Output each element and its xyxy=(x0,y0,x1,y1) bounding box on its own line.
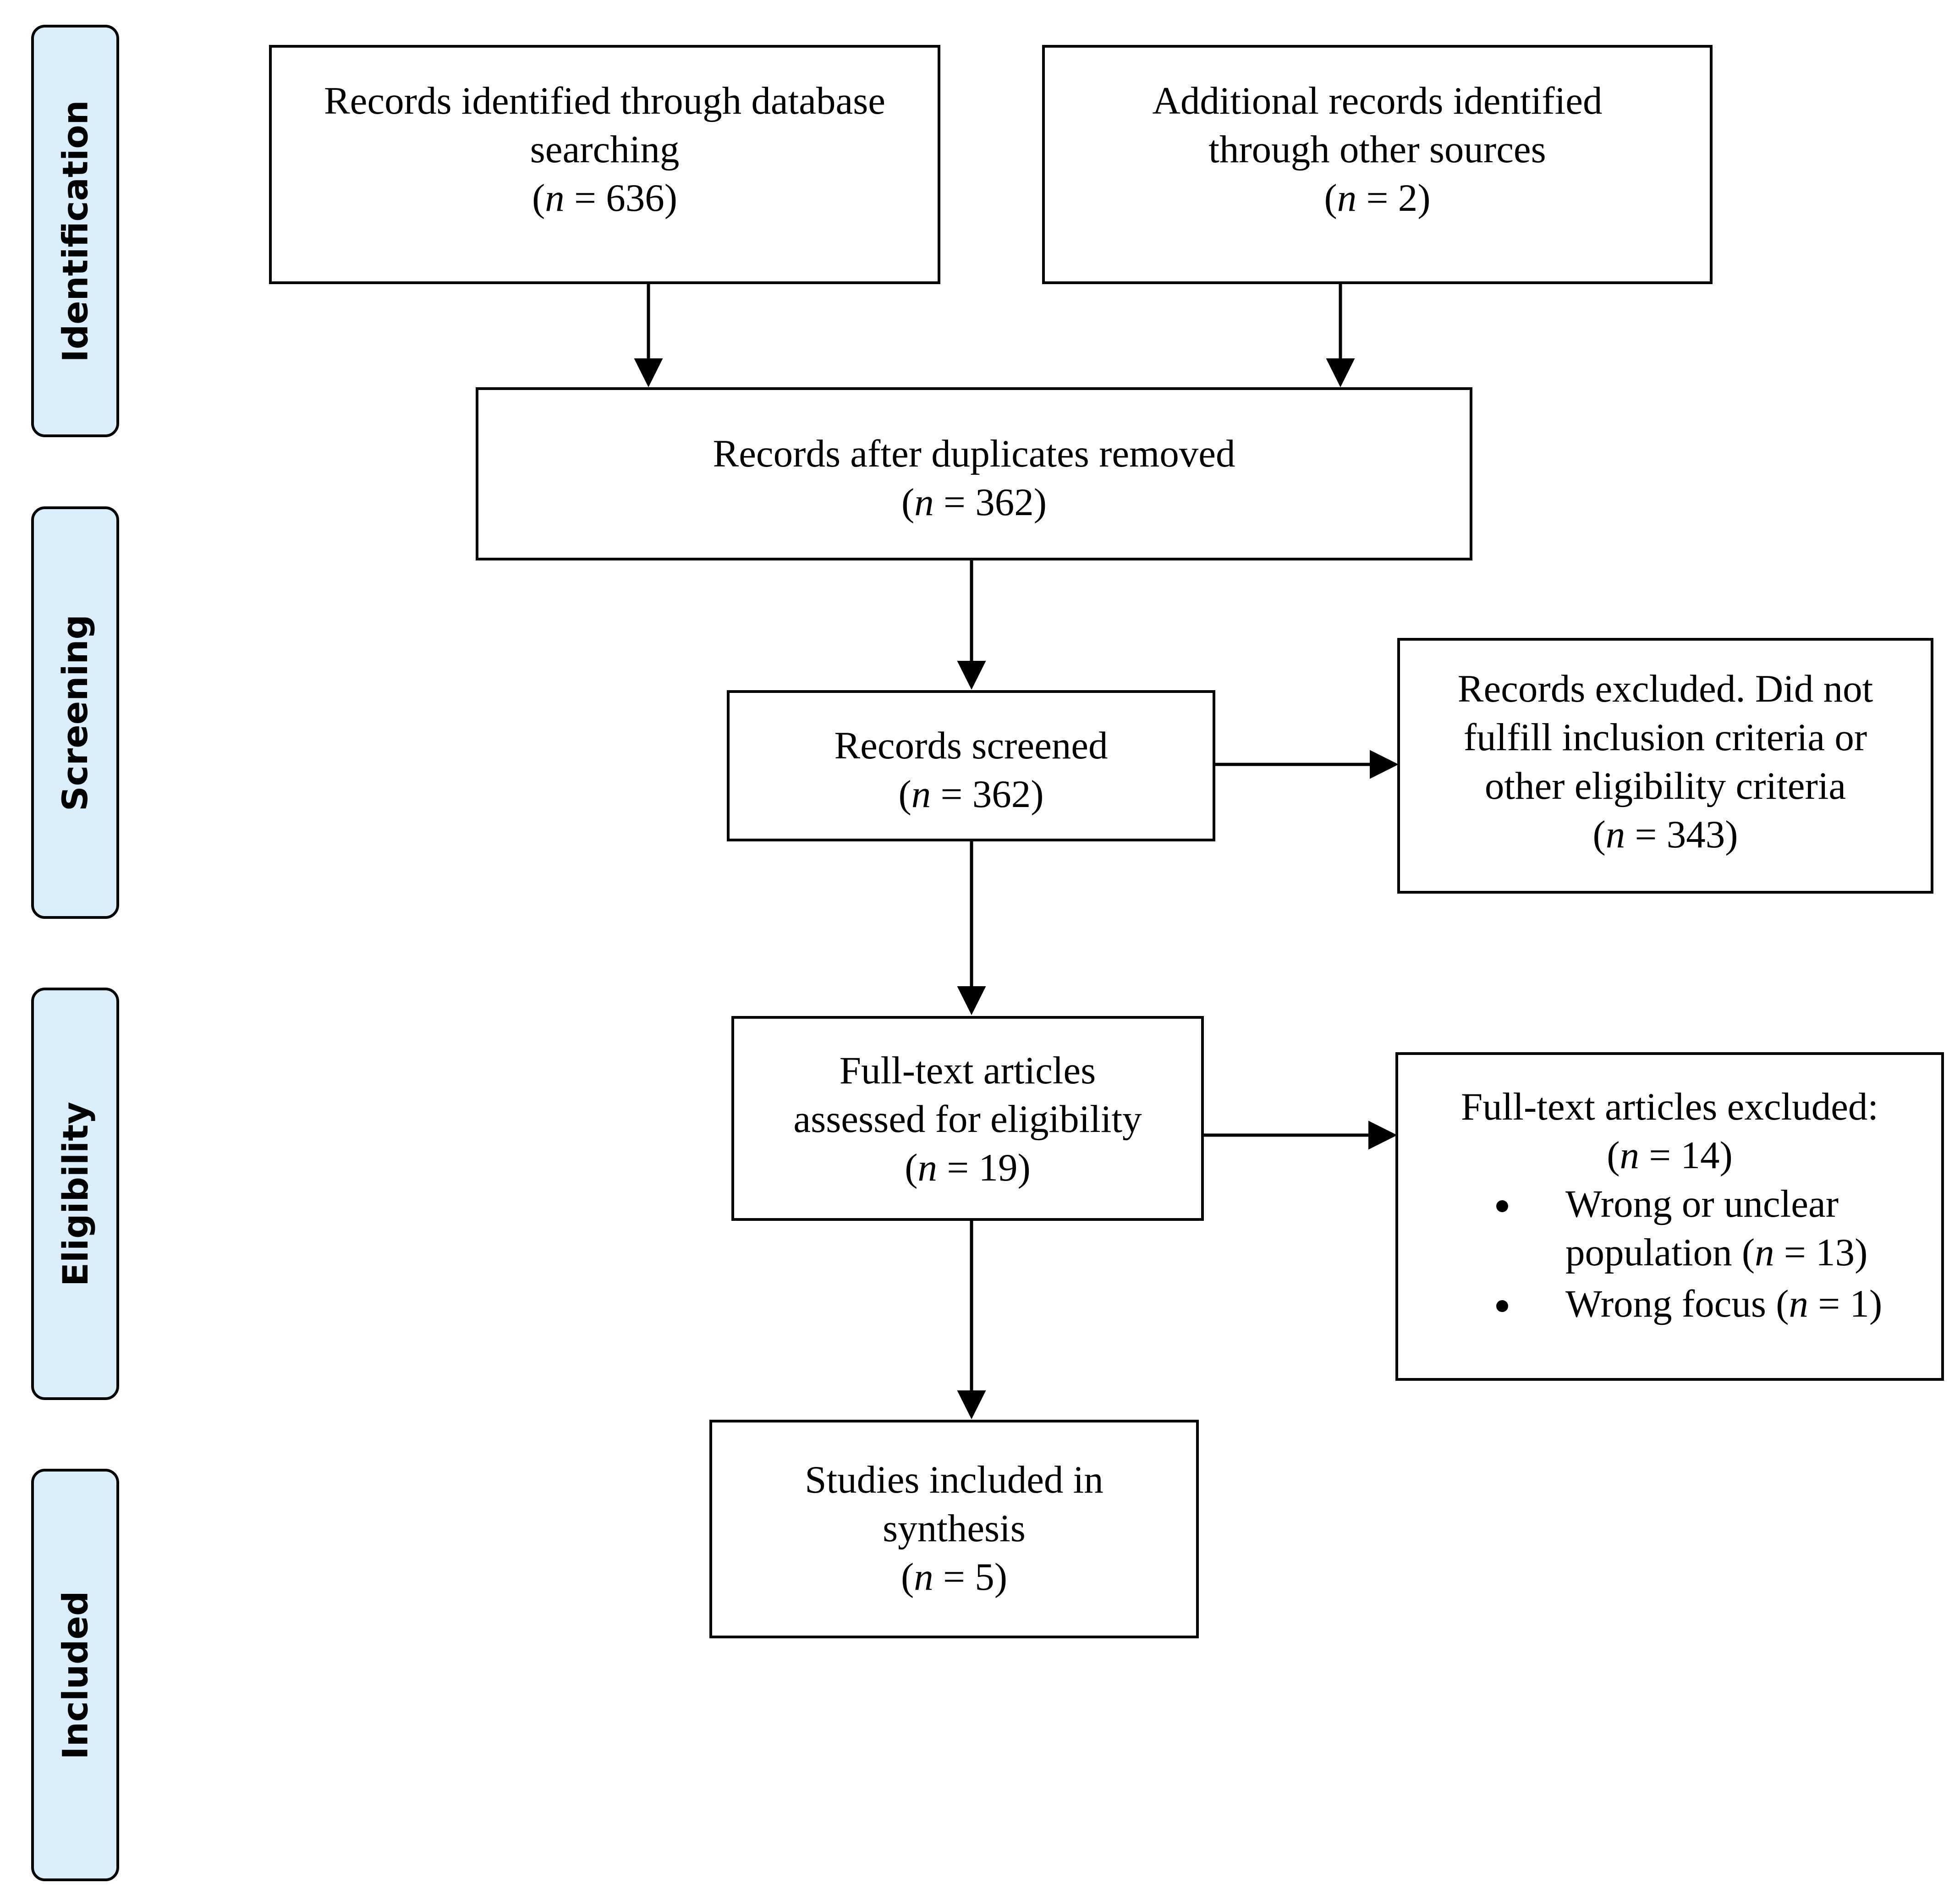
box-other-line-1: Additional records identified xyxy=(1152,79,1603,122)
box-database-line-2: searching xyxy=(530,128,680,171)
phase-eligibility-label: Eligibility xyxy=(55,1101,96,1286)
box-fulltext-line-1: Full-text articles xyxy=(839,1049,1096,1092)
box-excluded-line-3: other eligibility criteria xyxy=(1484,764,1846,807)
exclusion-reasons-list: Wrong or unclear population (n = 13) Wro… xyxy=(1398,1180,1941,1328)
box-database-records: Records identified through database sear… xyxy=(269,45,940,284)
reason-1-text-a: Wrong or unclear xyxy=(1565,1182,1839,1225)
phase-screening-label: Screening xyxy=(55,614,96,811)
box-fulltext-count: (n = 19) xyxy=(905,1146,1031,1189)
exclusion-reason-item: Wrong or unclear population (n = 13) xyxy=(1398,1180,1941,1277)
box-included-count: (n = 5) xyxy=(900,1555,1008,1598)
box-included-line-1: Studies included in xyxy=(805,1458,1104,1501)
box-fulltext-line-2: assessed for eligibility xyxy=(793,1098,1142,1141)
box-other-line-2: through other sources xyxy=(1208,128,1546,171)
box-database-count: (n = 636) xyxy=(532,176,678,220)
box-other-sources: Additional records identified through ot… xyxy=(1042,45,1713,284)
reason-1-text-b: population (n = 13) xyxy=(1565,1231,1868,1274)
box-excluded-count: (n = 343) xyxy=(1592,813,1738,856)
phase-included-label: Included xyxy=(55,1591,96,1759)
box-records-excluded: Records excluded. Did not fulfill inclus… xyxy=(1397,638,1933,894)
phase-included: Included xyxy=(31,1469,119,1881)
exclusion-reason-item: Wrong focus (n = 1) xyxy=(1398,1279,1941,1328)
phase-screening: Screening xyxy=(31,506,119,919)
phase-eligibility: Eligibility xyxy=(31,988,119,1400)
box-ftex-line-1: Full-text articles excluded: xyxy=(1460,1085,1879,1128)
box-duplicates-removed: Records after duplicates removed (n = 36… xyxy=(476,387,1472,560)
box-included-line-2: synthesis xyxy=(883,1507,1026,1550)
box-excluded-line-1: Records excluded. Did not xyxy=(1457,667,1873,710)
box-excluded-line-2: fulfill inclusion criteria or xyxy=(1463,716,1867,759)
box-fulltext-excluded: Full-text articles excluded: (n = 14) Wr… xyxy=(1395,1052,1944,1381)
phase-identification-label: Identification xyxy=(55,99,96,362)
box-screened-line-1: Records screened xyxy=(834,724,1108,767)
box-fulltext-assessed: Full-text articles assessed for eligibil… xyxy=(731,1016,1204,1221)
phase-identification: Identification xyxy=(31,25,119,437)
box-records-screened: Records screened (n = 362) xyxy=(727,690,1215,841)
reason-2-text: Wrong focus (n = 1) xyxy=(1565,1282,1883,1325)
box-other-count: (n = 2) xyxy=(1324,176,1431,220)
box-studies-included: Studies included in synthesis (n = 5) xyxy=(709,1420,1199,1638)
box-duplicates-count: (n = 362) xyxy=(901,481,1047,524)
box-duplicates-line-1: Records after duplicates removed xyxy=(713,432,1235,475)
box-ftex-count: (n = 14) xyxy=(1607,1134,1733,1177)
box-database-line-1: Records identified through database xyxy=(324,79,886,122)
box-screened-count: (n = 362) xyxy=(898,773,1044,816)
